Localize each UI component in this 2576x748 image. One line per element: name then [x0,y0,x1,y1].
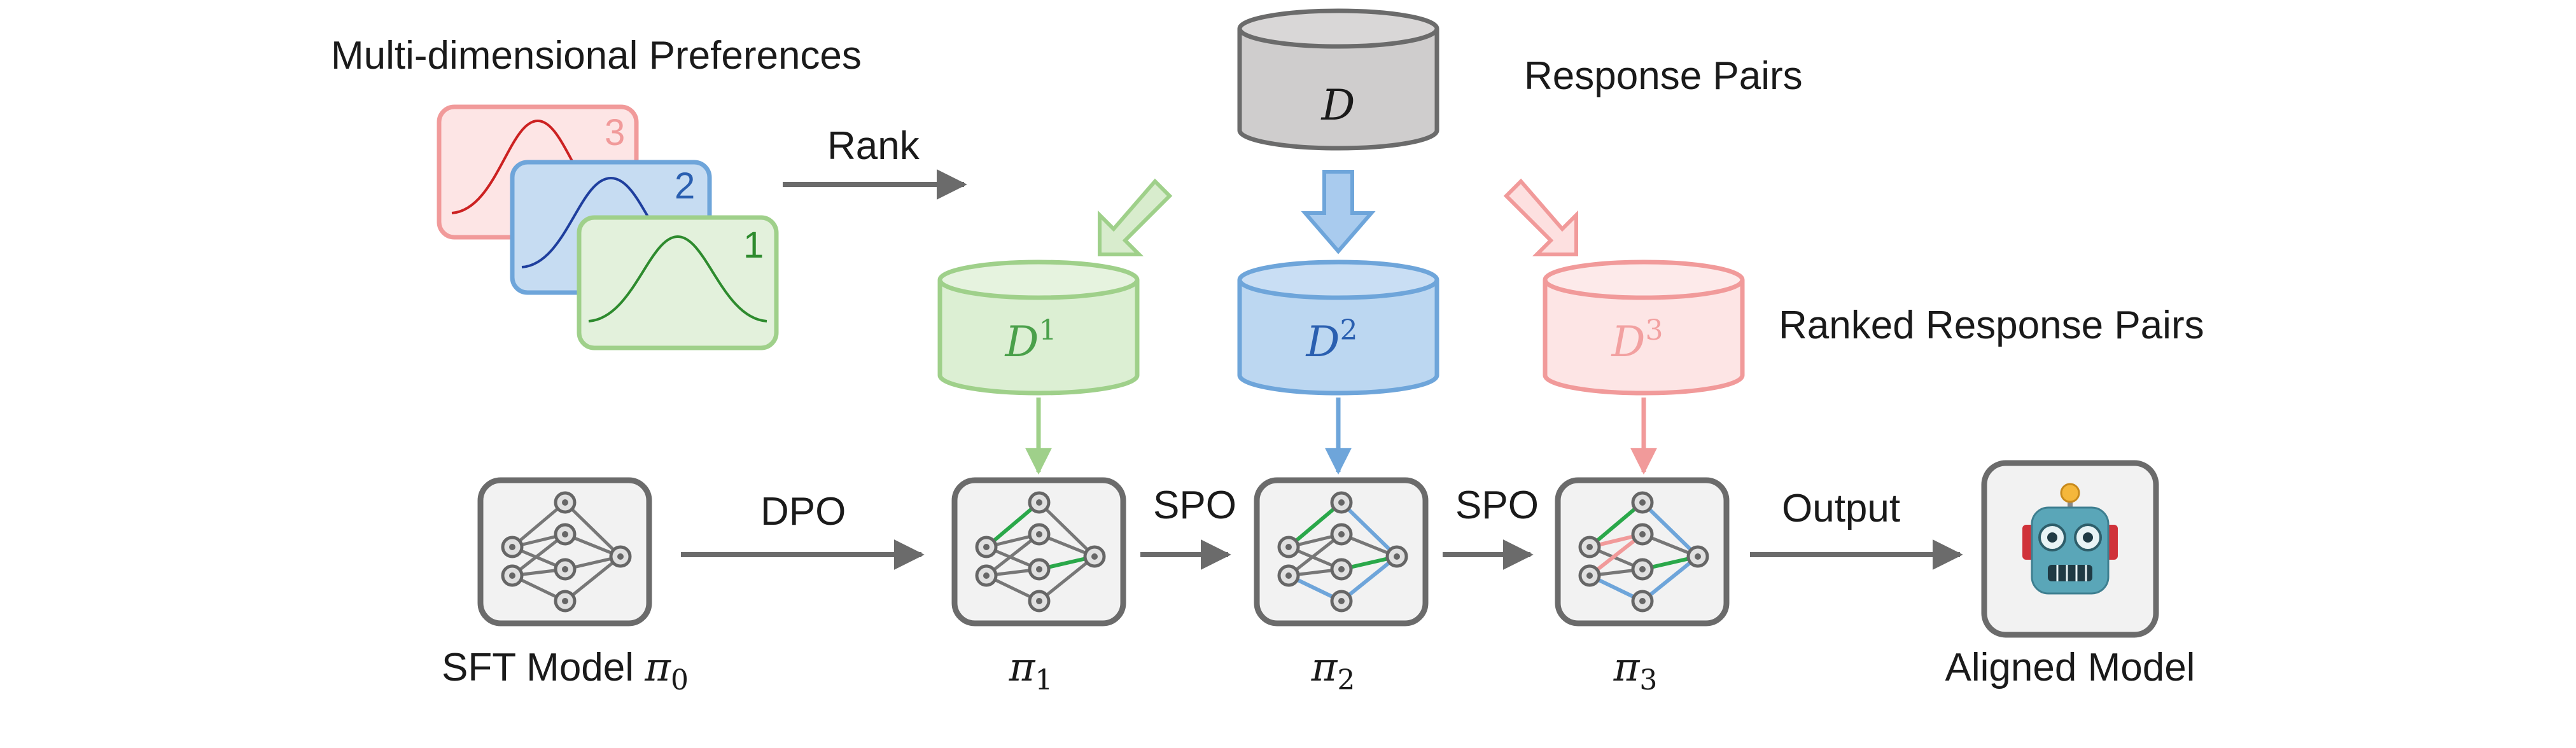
pi3-label: π3 [1613,644,1658,696]
blue-block-arrow [1301,170,1376,254]
preference-card-1-number: 1 [743,225,764,266]
response-pairs-db-symbol: D [1321,81,1355,130]
pi1-model-box [951,477,1126,627]
pi2-label: π2 [1311,644,1355,696]
spo-label-1: SPO [1153,483,1236,527]
robot-icon [2022,483,2118,595]
ranked-db-3-label: D3 [1611,314,1663,366]
sft-model-box [477,477,652,627]
preferences-title: Multi-dimensional Preferences [331,34,862,78]
preference-card-2-number: 2 [675,165,695,207]
ranked-db-2-label: D2 [1306,314,1358,366]
ranked-db-1-label: D1 [1005,314,1057,366]
aligned-model-box [1981,460,2159,638]
preference-card-1: 1 [577,215,779,350]
ranked-database-2: D2 [1237,260,1439,396]
pink-block-arrow [1503,178,1578,256]
ranked-response-pairs-label: Ranked Response Pairs [1779,303,2204,347]
preference-card-3-number: 3 [605,112,625,153]
response-pairs-label: Response Pairs [1524,54,1803,98]
response-pairs-database: D [1237,8,1439,151]
green-block-arrow [1098,178,1173,256]
rank-label: Rank [827,124,920,168]
spo-label-2: SPO [1455,483,1539,527]
ranked-database-1: D1 [937,260,1140,396]
aligned-model-label: Aligned Model [1945,646,2195,689]
output-label: Output [1782,487,1900,530]
pi2-model-box [1254,477,1429,627]
pi1-label: π1 [1009,644,1053,696]
sft-model-label: SFT Model π0 [442,644,689,696]
dpo-label: DPO [760,490,846,534]
ranked-database-3: D3 [1543,260,1745,396]
pi3-model-box [1555,477,1730,627]
